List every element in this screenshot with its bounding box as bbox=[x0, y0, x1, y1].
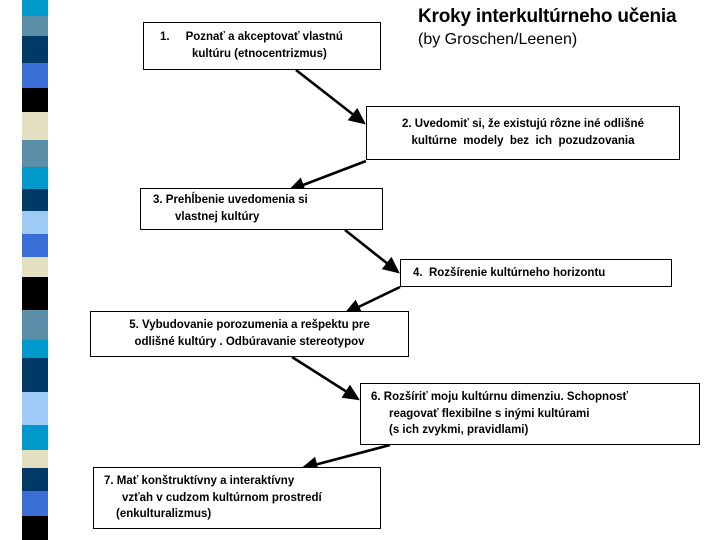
flow-step-box-5[interactable]: 5. Vybudovanie porozumenia a rešpektu pr… bbox=[90, 311, 409, 357]
page-title: Kroky interkultúrneho učenia bbox=[418, 6, 677, 27]
color-band-11 bbox=[22, 233, 48, 258]
color-band-22 bbox=[22, 516, 48, 540]
color-band-9 bbox=[22, 188, 48, 211]
color-band-6 bbox=[22, 111, 48, 141]
color-band-2 bbox=[22, 16, 48, 36]
connector-5-to-6 bbox=[291, 355, 360, 401]
flow-step-5-line-1: 5. Vybudovanie porozumenia a rešpektu pr… bbox=[129, 319, 370, 332]
connector-1-to-2 bbox=[295, 68, 366, 125]
color-band-13 bbox=[22, 277, 48, 310]
flow-step-5-line-2: odlišné kultúry . Odbúravanie stereotypo… bbox=[134, 336, 365, 348]
flow-step-3-line-1: 3. Prehĺbenie uvedomenia si bbox=[153, 194, 308, 207]
color-band-5 bbox=[22, 88, 48, 112]
connector-3-to-4 bbox=[344, 228, 400, 274]
flow-step-2-line-1: 2. Uvedomiť si, že existujú rôzne iné od… bbox=[402, 118, 644, 131]
flow-step-box-6[interactable]: 6. Rozšíriť moju kultúrnu dimenziu. Scho… bbox=[360, 383, 700, 445]
color-band-1 bbox=[22, 0, 48, 17]
connector-4-to-5 bbox=[343, 285, 401, 315]
color-band-12 bbox=[22, 257, 48, 278]
flow-step-6-line-2: reagovať flexibilne s inými kultúrami bbox=[389, 407, 590, 420]
color-band-16 bbox=[22, 358, 48, 393]
flow-step-box-4[interactable]: 4. Rozšírenie kultúrneho horizontu bbox=[400, 259, 672, 287]
flow-step-7-line-3: (enkulturalizmus) bbox=[116, 508, 212, 521]
color-band-20 bbox=[22, 467, 48, 492]
color-band-17 bbox=[22, 392, 48, 425]
connector-6-to-7 bbox=[300, 443, 391, 472]
flow-step-box-2[interactable]: 2. Uvedomiť si, že existujú rôzne iné od… bbox=[366, 106, 680, 160]
color-band-7 bbox=[22, 140, 48, 168]
flow-step-1-line-2: kultúru (etnocentrizmus) bbox=[192, 48, 327, 60]
flow-step-7-line-2: vzťah v cudzom kultúrnom prostredí bbox=[122, 491, 322, 504]
flow-step-box-7[interactable]: 7. Mať konštruktívny a interaktívny vzťa… bbox=[93, 467, 381, 529]
flow-step-1-line-1: 1. Poznať a akceptovať vlastnú bbox=[160, 31, 343, 44]
slide-title-block: Kroky interkultúrneho učenia (by Grosche… bbox=[418, 6, 718, 49]
flow-step-2-line-2: kultúrne modely bez ich pozudzovania bbox=[411, 135, 635, 147]
flow-step-box-1[interactable]: 1. Poznať a akceptovať vlastnú kultúru (… bbox=[143, 22, 381, 70]
flow-step-box-3[interactable]: 3. Prehĺbenie uvedomenia si vlastnej kul… bbox=[140, 188, 383, 230]
color-band-8 bbox=[22, 167, 48, 189]
page-subtitle: (by Groschen/Leenen) bbox=[418, 31, 578, 49]
color-band-15 bbox=[22, 340, 48, 359]
color-band-18 bbox=[22, 424, 48, 450]
color-band-10 bbox=[22, 210, 48, 234]
connector-2-to-3 bbox=[287, 159, 367, 193]
flow-step-4-line-1: 4. Rozšírenie kultúrneho horizontu bbox=[413, 266, 606, 279]
color-band-19 bbox=[22, 449, 48, 468]
color-band-3 bbox=[22, 35, 48, 63]
flow-step-6-line-3: (s ich zvykmi, pravidlami) bbox=[389, 424, 529, 437]
flow-step-6-line-1: 6. Rozšíriť moju kultúrnu dimenziu. Scho… bbox=[371, 390, 629, 403]
color-band-14 bbox=[22, 309, 48, 341]
color-band-21 bbox=[22, 491, 48, 517]
decorative-color-strip bbox=[22, 0, 48, 540]
color-band-4 bbox=[22, 62, 48, 89]
flow-step-7-line-1: 7. Mať konštruktívny a interaktívny bbox=[104, 474, 295, 487]
flow-step-3-line-2: vlastnej kultúry bbox=[175, 211, 260, 223]
